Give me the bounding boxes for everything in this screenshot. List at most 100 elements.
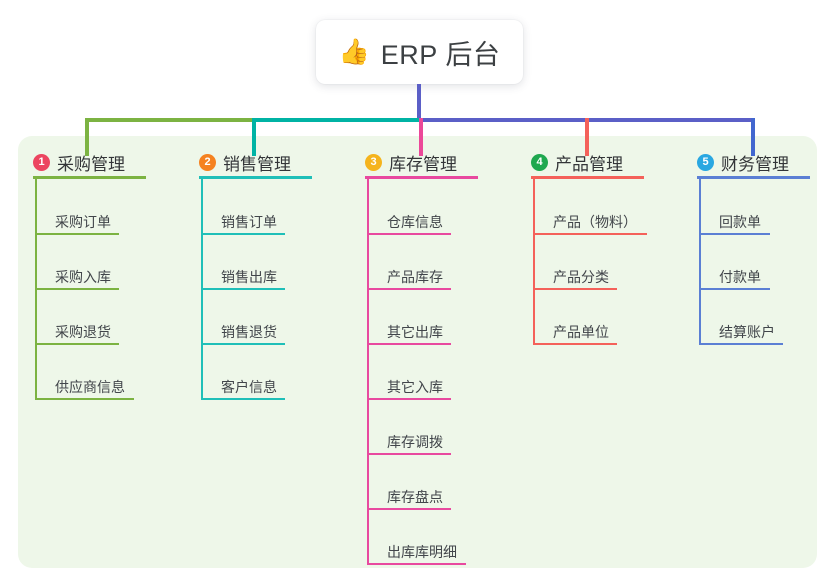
leaf-item-label: 付款单 [719,269,761,285]
column-title-purchase: 采购管理 [57,154,125,174]
column-underline-purchase [33,176,146,179]
leaf-item-underline [35,233,119,235]
column-underline-inventory [365,176,478,179]
content-panel [18,136,817,568]
column-title-inventory: 库存管理 [389,154,457,174]
leaf-item[interactable]: 产品分类 [531,267,623,305]
column-header-product[interactable]: 4 产品管理 [516,144,676,180]
leaf-item[interactable]: 供应商信息 [33,377,140,415]
segment-green [85,118,253,122]
column-badge-inventory: 3 [365,153,382,171]
leaf-item-label: 客户信息 [221,379,277,395]
leaf-item[interactable]: 产品（物料） [531,212,653,250]
drop-sales [252,118,256,156]
leaf-item-underline [367,233,451,235]
leaf-item-label: 供应商信息 [55,379,125,395]
leaf-item[interactable]: 销售退货 [199,322,291,360]
root-stem-connector [417,84,421,121]
leaf-item-label: 库存调拨 [387,434,443,450]
thumbs-up-icon: 👍 [338,37,370,66]
leaf-item-underline [699,343,783,345]
leaf-item-label: 采购入库 [55,269,111,285]
column-product: 4 产品管理产品（物料） 产品分类产品单位 [516,144,676,345]
leaf-item[interactable]: 销售订单 [199,212,291,250]
leaf-item-label: 采购退货 [55,324,111,340]
leaf-item-underline [699,233,770,235]
leaf-item-label: 产品分类 [553,269,609,285]
drop-product [585,118,589,156]
leaf-item-label: 出库库明细 [387,544,457,560]
leaf-item[interactable]: 采购退货 [33,322,125,360]
leaf-item-underline [367,508,451,510]
column-title-sales: 销售管理 [223,154,291,174]
leaf-item[interactable]: 回款单 [697,212,776,250]
leaf-item[interactable]: 客户信息 [199,377,291,415]
column-trunk-inventory [367,179,369,565]
leaf-item[interactable]: 付款单 [697,267,776,305]
leaf-item-label: 库存盘点 [387,489,443,505]
column-trunk-product [533,179,535,345]
leaf-item[interactable]: 其它入库 [365,377,457,415]
leaf-item[interactable]: 采购入库 [33,267,125,305]
leaf-item-label: 仓库信息 [387,214,443,230]
leaf-item[interactable]: 库存调拨 [365,432,457,470]
leaf-item-underline [201,233,285,235]
leaf-item-underline [533,288,617,290]
column-header-sales[interactable]: 2 销售管理 [184,144,344,180]
column-header-inventory[interactable]: 3 库存管理 [350,144,510,180]
leaf-item-label: 其它入库 [387,379,443,395]
root-node-title: ERP 后台 [380,39,501,70]
leaf-item[interactable]: 销售出库 [199,267,291,305]
leaf-item-label: 产品（物料） [553,214,637,230]
leaf-item[interactable]: 库存盘点 [365,487,457,525]
leaf-item[interactable]: 其它出库 [365,322,457,360]
leaf-item-underline [367,343,451,345]
leaf-item-label: 销售订单 [221,214,277,230]
leaf-item[interactable]: 产品单位 [531,322,623,360]
leaf-item[interactable]: 采购订单 [33,212,125,250]
leaf-item-underline [201,343,285,345]
drop-finance [751,118,755,156]
leaf-item-underline [533,233,647,235]
column-underline-sales [199,176,312,179]
leaf-item-label: 回款单 [719,214,761,230]
leaf-item-label: 其它出库 [387,324,443,340]
column-badge-sales: 2 [199,153,216,171]
leaf-item-underline [201,288,285,290]
leaf-item[interactable]: 出库库明细 [365,542,472,580]
leaf-item[interactable]: 结算账户 [697,322,789,360]
leaf-item[interactable]: 产品库存 [365,267,457,305]
leaf-item-underline [35,343,119,345]
column-underline-product [531,176,644,179]
leaf-item-underline [367,563,466,565]
drop-purchase [85,118,89,156]
leaf-item-label: 产品单位 [553,324,609,340]
column-badge-finance: 5 [697,153,714,171]
leaf-item-underline [35,288,119,290]
column-sales: 2 销售管理销售订单销售出库销售退货客户信息 [184,144,344,400]
leaf-item-label: 采购订单 [55,214,111,230]
leaf-item-underline [35,398,134,400]
drop-inventory [419,118,423,156]
leaf-item-underline [699,288,770,290]
root-node-card[interactable]: 👍 ERP 后台 [316,20,523,84]
leaf-item-label: 产品库存 [387,269,443,285]
leaf-item-underline [533,343,617,345]
leaf-item[interactable]: 仓库信息 [365,212,457,250]
leaf-item-underline [367,453,451,455]
leaf-item-label: 销售出库 [221,269,277,285]
column-underline-finance [697,176,810,179]
column-title-product: 产品管理 [555,154,623,174]
segment-teal [252,118,420,122]
column-badge-product: 4 [531,153,548,171]
column-trunk-finance [699,179,701,345]
leaf-item-label: 结算账户 [719,324,775,340]
column-inventory: 3 库存管理仓库信息产品库存其它出库其它入库库存调拨库存盘点出库库明细 [350,144,510,565]
leaf-item-underline [367,288,451,290]
leaf-item-underline [201,398,285,400]
